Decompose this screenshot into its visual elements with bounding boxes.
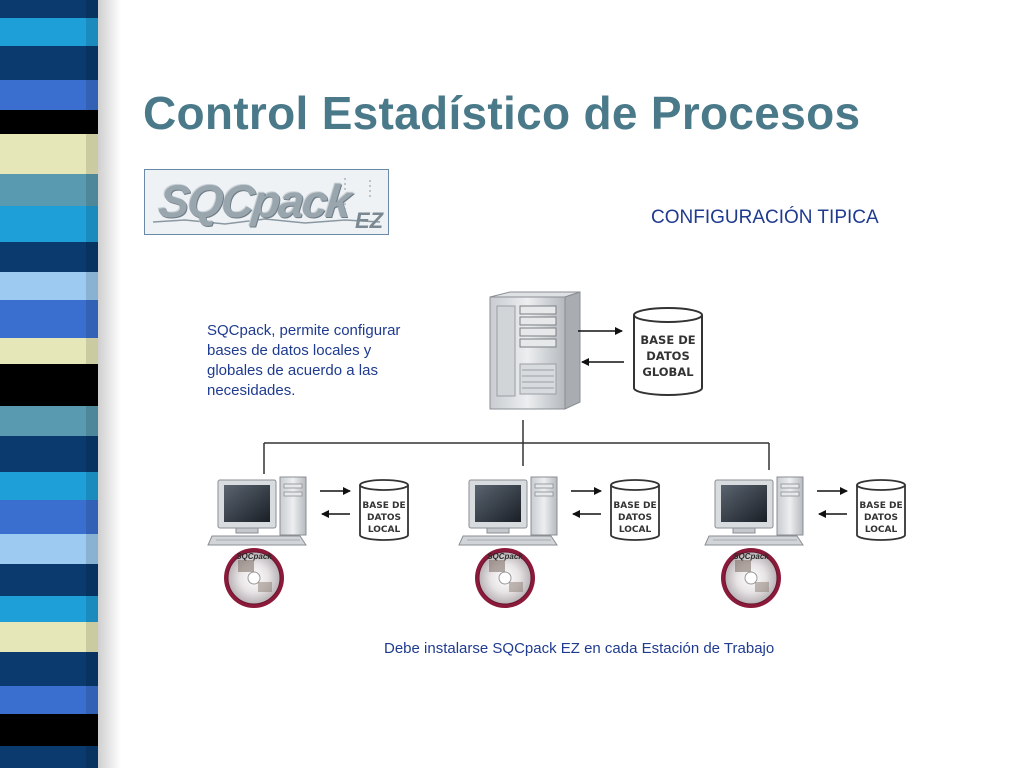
stripe-band <box>0 134 98 175</box>
stripe-band <box>0 564 98 597</box>
network-connectors <box>263 420 770 474</box>
stripe-band <box>0 174 98 207</box>
stripe-band <box>0 500 98 535</box>
stripe-band <box>0 406 98 437</box>
workstation-3: BASE DE DATOS LOCAL SQCpack <box>704 476 906 608</box>
local-database-icon: BASE DE DATOS LOCAL <box>610 479 660 541</box>
sqcpack-cd-icon: SQCpack <box>721 548 781 608</box>
local-db-line1: BASE DE <box>859 501 902 511</box>
local-db-line2: DATOS <box>367 513 401 523</box>
workstation-computer-icon <box>207 476 307 546</box>
local-database-icon: BASE DE DATOS LOCAL <box>856 479 906 541</box>
description-text: SQCpack, permite configurar bases de dat… <box>207 322 401 399</box>
cd-label: SQCpack <box>487 552 523 561</box>
cd-label: SQCpack <box>236 552 272 561</box>
cd-label: SQCpack <box>733 552 769 561</box>
stripe-edge-shade <box>86 0 98 768</box>
global-db-line3: GLOBAL <box>642 365 694 379</box>
logo-suffix-text: EZ <box>355 208 384 233</box>
stripe-band <box>0 300 98 339</box>
stripe-bar-graphic <box>0 0 98 768</box>
decorative-stripe-bar <box>0 0 98 768</box>
stripe-band <box>0 80 98 111</box>
global-db-line2: DATOS <box>646 349 689 363</box>
local-db-line3: LOCAL <box>619 525 652 535</box>
local-db-line2: DATOS <box>864 513 898 523</box>
workstation-computer-icon <box>458 476 558 546</box>
stripe-band <box>0 622 98 653</box>
stripe-band <box>0 18 98 47</box>
stripe-band <box>0 46 98 81</box>
local-db-line3: LOCAL <box>368 525 401 535</box>
stripe-band <box>0 364 98 407</box>
stripe-band <box>0 534 98 565</box>
configuration-label: CONFIGURACIÓN TIPICA <box>651 207 879 228</box>
workstations-group: BASE DE DATOS LOCAL SQCpack BASE DE DATOS LOCA… <box>207 476 906 608</box>
local-db-line1: BASE DE <box>613 501 656 511</box>
global-db-line1: BASE DE <box>640 333 695 347</box>
stripe-band <box>0 472 98 501</box>
workstation-2: BASE DE DATOS LOCAL SQCpack <box>458 476 660 608</box>
sqcpack-cd-icon: SQCpack <box>224 548 284 608</box>
stripe-band <box>0 338 98 365</box>
server-tower-icon <box>489 291 581 410</box>
local-database-icon: BASE DE DATOS LOCAL <box>359 479 409 541</box>
sqcpack-cd-icon: SQCpack <box>475 548 535 608</box>
stripe-band <box>0 272 98 301</box>
install-note: Debe instalarse SQCpack EZ en cada Estac… <box>384 640 775 657</box>
local-db-line2: DATOS <box>618 513 652 523</box>
stripe-band <box>0 436 98 473</box>
stripe-group <box>0 0 98 768</box>
stripe-band <box>0 686 98 715</box>
stripe-band <box>0 746 98 768</box>
local-db-line3: LOCAL <box>865 525 898 535</box>
stripe-band <box>0 0 98 19</box>
workstation-computer-icon <box>704 476 804 546</box>
stripe-band <box>0 596 98 623</box>
global-database-icon: BASE DE DATOS GLOBAL <box>633 307 703 396</box>
stripe-shadow <box>95 0 121 768</box>
stripe-band <box>0 242 98 273</box>
stripe-band <box>0 652 98 687</box>
stripe-band <box>0 714 98 747</box>
sqcpack-logo: SQCpack EZ <box>144 169 389 235</box>
workstation-1: BASE DE DATOS LOCAL SQCpack <box>207 476 409 608</box>
page-title: Control Estadístico de Procesos <box>143 87 861 139</box>
local-db-line1: BASE DE <box>362 501 405 511</box>
stripe-band <box>0 206 98 243</box>
logo-dots-decoration <box>152 178 381 225</box>
stripe-band <box>0 110 98 135</box>
